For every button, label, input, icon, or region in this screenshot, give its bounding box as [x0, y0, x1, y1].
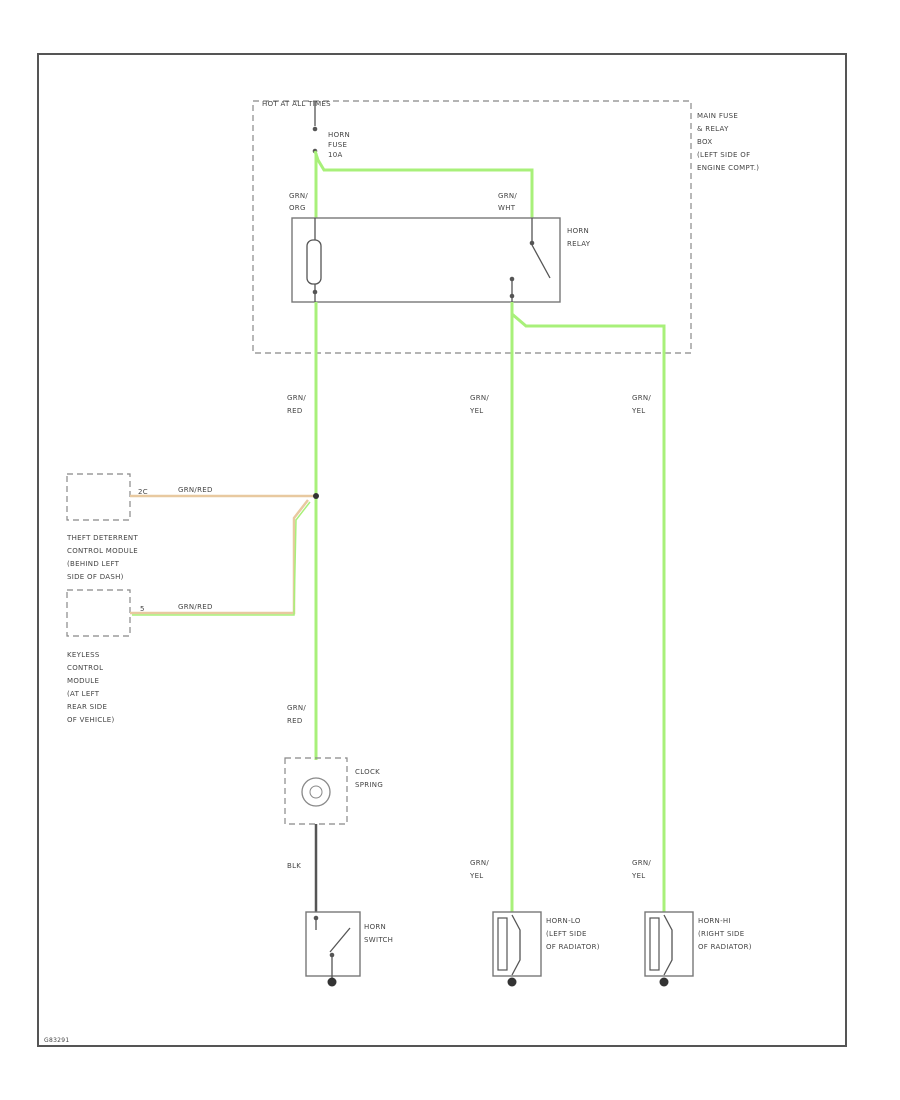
horn-relay — [291, 217, 561, 303]
diagram-frame — [37, 53, 847, 1047]
horn-switch — [305, 911, 361, 977]
wire-relay-to-horn-hi — [510, 302, 666, 915]
diagram-id: G83291 — [44, 1037, 70, 1044]
horn-hi-ground-icon — [659, 977, 669, 987]
wire-keyless-to-splice — [130, 499, 309, 615]
keyless-control-module — [66, 589, 131, 637]
horn-lo-ground-icon — [507, 977, 517, 987]
wire-keyless-green-tint — [132, 501, 311, 616]
theft-deterrent-module — [66, 473, 131, 521]
horn-hi-diaphragm-icon — [649, 917, 660, 971]
wire-label-grn-yel-3: GRN/ YEL — [469, 859, 492, 880]
relay-coil-terminal — [312, 289, 318, 295]
theft-pin-label: 2C — [138, 488, 148, 496]
clock-spring — [284, 757, 348, 825]
keyless-pin-label: 5 — [140, 605, 145, 613]
horn-switch-ground-icon — [327, 977, 337, 987]
horn-fuse-terminal-top — [312, 126, 318, 132]
wire-label-grn-yel-2: GRN/ YEL — [631, 394, 654, 415]
fuse-box-label: MAIN FUSE & RELAY BOX (LEFT SIDE OF ENGI… — [697, 112, 759, 172]
keyless-module-label: KEYLESS CONTROL MODULE (AT LEFT REAR SID… — [67, 651, 115, 724]
theft-wire-label: GRN/RED — [178, 486, 213, 494]
clock-spring-outer-icon — [301, 777, 331, 807]
clock-spring-inner-icon — [309, 785, 323, 799]
horn-switch-label: HORN SWITCH — [364, 923, 393, 944]
wire-label-grn-red-lower: GRN/ RED — [287, 704, 309, 725]
horn-switch-blade — [329, 927, 351, 953]
wire-label-grn-wht: GRN/ WHT — [498, 192, 520, 212]
horn-lo-coil-icon — [511, 914, 521, 976]
fuse-relay-box-outline — [252, 100, 692, 354]
wire-label-grn-yel-1: GRN/ YEL — [469, 394, 492, 415]
relay-switch-blade — [531, 244, 551, 279]
horn-hi-label: HORN-HI (RIGHT SIDE OF RADIATOR) — [698, 917, 752, 951]
wire-label-grn-org-top: GRN/ ORG — [289, 192, 311, 212]
wire-label-blk: BLK — [287, 862, 301, 870]
hot-at-all-times-label: HOT AT ALL TIMES — [262, 100, 331, 108]
keyless-wire-label: GRN/RED — [178, 603, 213, 611]
horn-lo-label: HORN-LO (LEFT SIDE OF RADIATOR) — [546, 917, 600, 951]
relay-switch-terminal-top — [529, 240, 535, 246]
theft-module-label: THEFT DETERRENT CONTROL MODULE (BEHIND L… — [66, 534, 141, 581]
horn-lo-diaphragm-icon — [497, 917, 508, 971]
clock-spring-label: CLOCK SPRING — [355, 768, 383, 789]
horn-fuse-label: HORN FUSE 10A — [328, 131, 353, 159]
wire-label-grn-red-upper: GRN/ RED — [287, 394, 309, 415]
relay-output-terminal — [509, 293, 515, 299]
wire-label-grn-yel-4: GRN/ YEL — [631, 859, 654, 880]
splice-point — [313, 493, 319, 499]
horn-hi-coil-icon — [663, 914, 673, 976]
horn-relay-label: HORN RELAY — [567, 227, 592, 248]
relay-coil-icon — [306, 239, 322, 285]
